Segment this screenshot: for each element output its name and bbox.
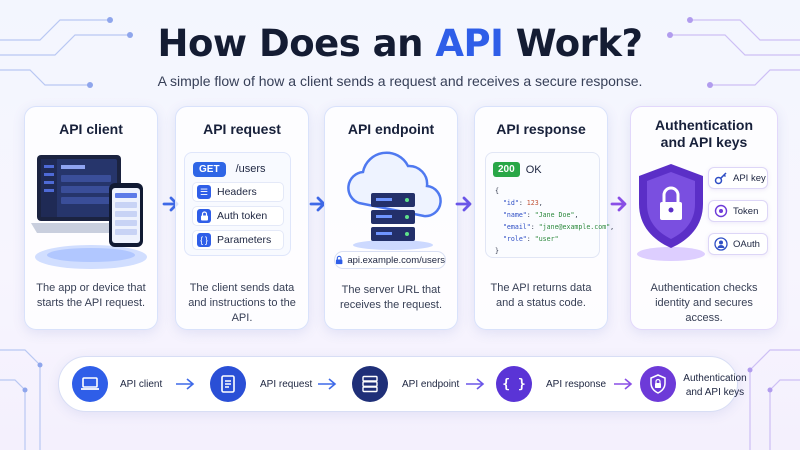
flow-step-authentication <box>640 366 676 402</box>
auth-item-oauth: OAuth <box>708 233 768 255</box>
laptop-icon <box>81 377 99 390</box>
shield-lock-icon <box>637 164 705 261</box>
braces-icon: { } <box>502 376 526 392</box>
arrow-right-icon <box>466 378 485 390</box>
status-row: 200 OK <box>493 162 542 177</box>
step-description: The client sends data and instructions t… <box>188 282 296 324</box>
auth-item-api-key: API key <box>708 167 768 189</box>
cloud-server-icon <box>347 151 442 250</box>
status-text: OK <box>525 163 542 176</box>
flow-label: API client <box>120 379 163 390</box>
step-description: The API returns data and a status code. <box>490 282 592 309</box>
key-icon <box>713 170 729 186</box>
circuit-decoration-bottom-left <box>0 349 43 450</box>
flow-label: API endpoint <box>402 379 460 390</box>
user-icon <box>713 236 729 252</box>
step-description: The server URL that receives the request… <box>339 284 443 311</box>
laptop-phone-illustration <box>31 155 147 269</box>
step-title: API endpoint <box>347 121 435 137</box>
lock-icon <box>197 209 211 223</box>
request-method-row: GET /users <box>193 160 266 178</box>
flow-label: Authentication and API keys <box>683 373 747 398</box>
braces-icon: { } <box>197 233 211 247</box>
endpoint-url: api.example.com/users <box>347 254 445 266</box>
step-title: API request <box>203 121 281 137</box>
server-icon <box>362 375 378 393</box>
step-description: Authentication checks identity and secur… <box>650 282 758 324</box>
page-title: How Does an API Work? <box>157 22 643 65</box>
auth-item-token: Token <box>708 200 768 222</box>
arrow-right-icon <box>318 378 337 390</box>
response-json-body: { "id": 123, "name": "Jane Doe", "email"… <box>495 187 615 255</box>
flow-step-api-response: { } <box>496 366 532 402</box>
flow-step-api-request <box>210 366 246 402</box>
arrow-right-icon <box>614 378 633 390</box>
arrow-right-icon <box>455 196 472 212</box>
flow-step-api-client <box>72 366 108 402</box>
request-row-parameters: { } Parameters <box>192 230 284 250</box>
request-panel: GET /users ☰ Headers Auth token { } Para… <box>184 152 291 256</box>
flow-label: API request <box>260 379 313 390</box>
step-title: Authentication and API keys <box>655 117 753 150</box>
endpoint-url-badge: api.example.com/users <box>334 251 446 269</box>
step-card-api-client: API client The app or device that starts… <box>24 106 158 330</box>
step-description: The app or device that starts the API re… <box>36 282 146 309</box>
step-card-api-endpoint: API endpoint The server URL that receive… <box>324 106 458 330</box>
shield-lock-icon <box>650 374 666 394</box>
page-subtitle: A simple flow of how a client sends a re… <box>157 73 643 89</box>
request-row-headers: ☰ Headers <box>192 182 284 202</box>
step-title: API response <box>496 121 586 137</box>
lock-icon <box>335 255 343 265</box>
list-icon: ☰ <box>197 185 211 199</box>
document-icon <box>221 375 235 393</box>
request-row-auth-token: Auth token <box>192 206 284 226</box>
arrow-right-icon <box>176 378 195 390</box>
token-icon <box>713 203 729 219</box>
flow-label: API response <box>546 379 607 390</box>
response-panel: 200 OK { "id": 123, "name": "Jane Doe", … <box>485 152 614 258</box>
arrow-right-icon <box>610 196 627 212</box>
request-path: /users <box>235 163 266 175</box>
step-title: API client <box>59 121 123 137</box>
http-method-badge: GET <box>193 161 226 177</box>
flow-step-api-endpoint <box>352 366 388 402</box>
status-code-badge: 200 <box>493 162 520 177</box>
